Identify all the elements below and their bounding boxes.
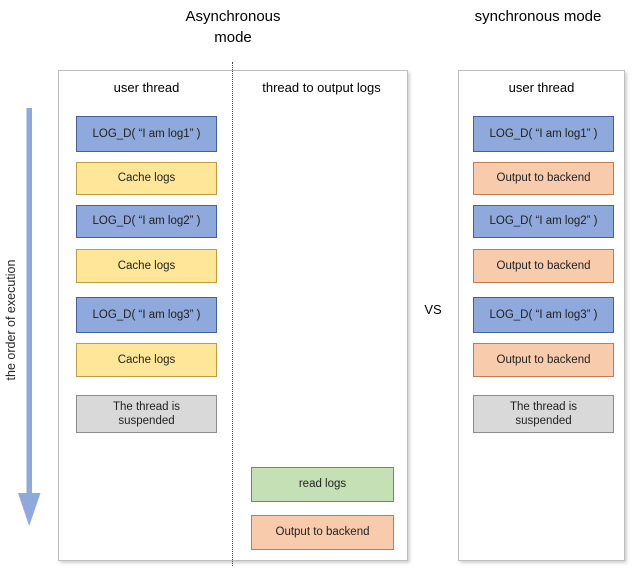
execution-order-arrow-icon [18, 108, 41, 526]
flow-box-thread-suspended: The thread is suspended [473, 395, 614, 433]
flow-box-thread-suspended: The thread is suspended [76, 395, 217, 433]
vs-label: VS [424, 302, 442, 317]
async-user-thread-header: user thread [113, 80, 180, 95]
flow-box-cache-logs: Cache logs [76, 343, 217, 377]
flow-box-cache-logs: Cache logs [76, 249, 217, 283]
async-panel: user thread thread to output logs LOG_D(… [58, 70, 408, 561]
thread-column-divider [232, 62, 233, 566]
flow-box-output-backend: Output to backend [473, 249, 614, 283]
flow-box-log2: LOG_D( “I am log2” ) [76, 205, 217, 238]
flow-box-cache-logs: Cache logs [76, 162, 217, 195]
sync-user-thread-header: user thread [508, 80, 575, 95]
flow-box-output-backend: Output to backend [251, 515, 394, 550]
flow-box-output-backend: Output to backend [473, 343, 614, 377]
flow-box-log1: LOG_D( “I am log1” ) [473, 116, 614, 152]
flow-box-log2: LOG_D( “I am log2” ) [473, 205, 614, 238]
flow-box-log1: LOG_D( “I am log1” ) [76, 116, 217, 152]
async-output-thread-header: thread to output logs [262, 80, 381, 95]
execution-order-label: the order of execution [4, 259, 18, 381]
async-mode-title: Asynchronous mode [185, 8, 281, 46]
sync-mode-title: synchronous mode [474, 8, 602, 25]
sync-panel: user thread LOG_D( “I am log1” ) Output … [458, 70, 625, 561]
flow-box-read-logs: read logs [251, 467, 394, 502]
flow-box-output-backend: Output to backend [473, 162, 614, 195]
flow-box-log3: LOG_D( “I am log3” ) [76, 297, 217, 333]
flow-box-log3: LOG_D( “I am log3” ) [473, 297, 614, 333]
